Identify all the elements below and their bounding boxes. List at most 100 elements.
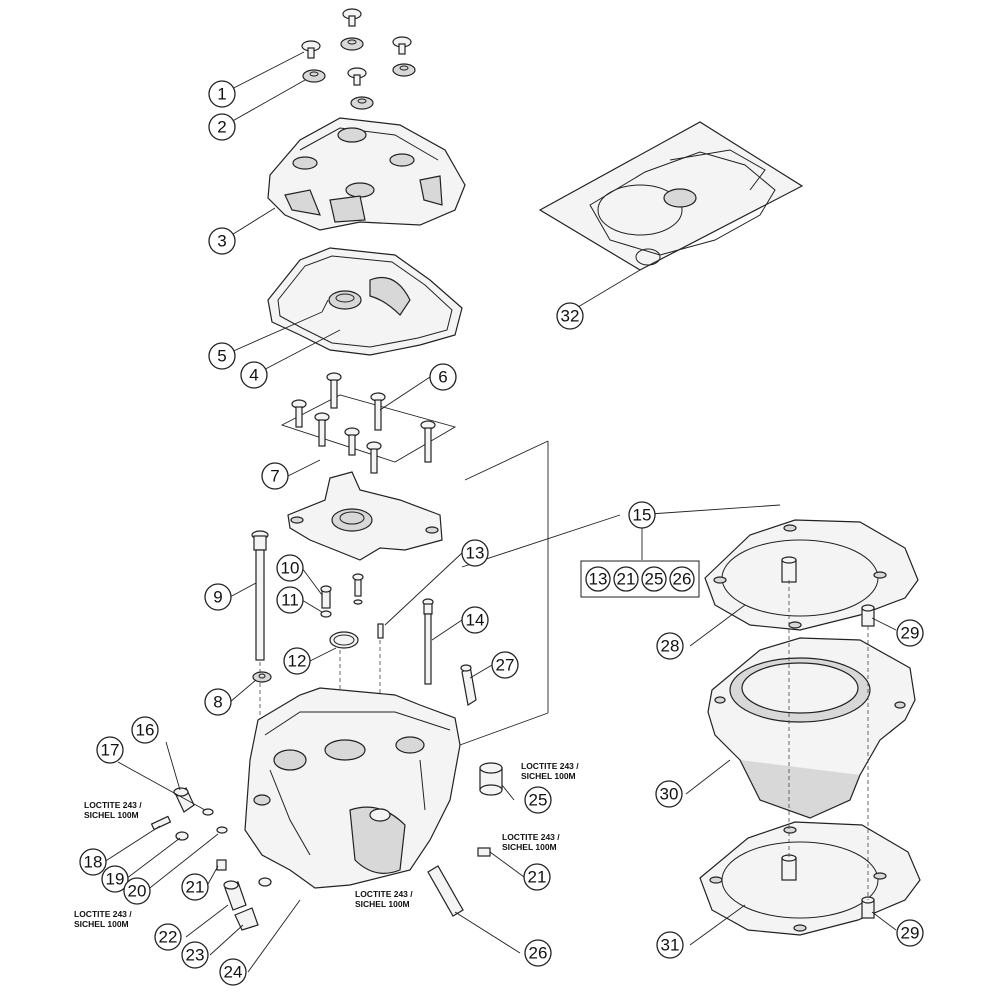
svg-text:6: 6 [438, 368, 447, 387]
callout-20: 20 [123, 877, 151, 905]
svg-text:32: 32 [561, 307, 580, 326]
cover-bolt [392, 36, 416, 77]
kit-item-21: 21 [613, 566, 639, 592]
svg-text:13: 13 [466, 544, 485, 563]
callout-16: 16 [131, 716, 159, 744]
svg-text:27: 27 [496, 656, 515, 675]
loctite-note-lower-left: LOCTITE 243 / SICHEL 100M [74, 909, 132, 929]
dowel-sleeve [781, 854, 797, 881]
camshaft-bridge [287, 471, 443, 561]
svg-text:26: 26 [673, 570, 692, 589]
svg-text:18: 18 [84, 853, 103, 872]
cover-bolt [347, 67, 374, 110]
callout-29-top: 29 [896, 619, 924, 647]
dowel-sleeve [861, 604, 875, 627]
callout-27: 27 [491, 651, 519, 679]
callout-9: 9 [204, 583, 232, 611]
callout-24: 24 [219, 958, 247, 986]
svg-text:12: 12 [288, 652, 307, 671]
svg-text:LOCTITE 243 /: LOCTITE 243 / [74, 909, 132, 919]
svg-text:SICHEL 100M: SICHEL 100M [74, 919, 129, 929]
washer [252, 671, 272, 683]
svg-text:20: 20 [128, 882, 147, 901]
svg-text:SICHEL 100M: SICHEL 100M [355, 899, 410, 909]
callout-6: 6 [429, 363, 457, 391]
callout-5: 5 [208, 342, 236, 370]
callout-12: 12 [283, 647, 311, 675]
svg-text:LOCTITE 243 /: LOCTITE 243 / [521, 761, 579, 771]
base-gasket-top [704, 519, 919, 631]
svg-text:SICHEL 100M: SICHEL 100M [84, 810, 139, 820]
washer-20 [216, 826, 228, 834]
callout-14: 14 [461, 606, 489, 634]
plug-16 [173, 787, 214, 816]
base-gasket-bottom [699, 821, 921, 936]
tube-26 [427, 865, 464, 917]
cover-bolt [301, 40, 326, 83]
callout-8: 8 [204, 688, 232, 716]
callout-28: 28 [656, 632, 684, 660]
callout-26: 26 [524, 939, 552, 967]
callout-10: 10 [276, 554, 304, 582]
svg-text:LOCTITE 243 /: LOCTITE 243 / [355, 889, 413, 899]
callout-17: 17 [96, 736, 124, 764]
callout-29-bottom: 29 [896, 919, 924, 947]
svg-text:SICHEL 100M: SICHEL 100M [521, 771, 576, 781]
oil-bolt [320, 573, 364, 618]
svg-text:30: 30 [660, 785, 679, 804]
svg-text:17: 17 [101, 741, 120, 760]
svg-text:SICHEL 100M: SICHEL 100M [502, 842, 557, 852]
plug-21-right [477, 847, 491, 857]
callout-11: 11 [276, 586, 304, 614]
svg-text:25: 25 [645, 570, 664, 589]
svg-text:21: 21 [617, 570, 636, 589]
loctite-note-plug: LOCTITE 243 / SICHEL 100M [502, 832, 560, 852]
o-ring [329, 631, 359, 649]
kit-item-25: 25 [641, 566, 667, 592]
dowel-pin [377, 623, 384, 639]
callout-2: 2 [208, 113, 236, 141]
dowel-sleeve [861, 896, 875, 919]
kit-item-13: 13 [585, 566, 611, 592]
callout-21-left: 21 [181, 873, 209, 901]
svg-text:22: 22 [159, 928, 178, 947]
callout-4: 4 [240, 361, 268, 389]
callout-7: 7 [261, 462, 289, 490]
callout-23: 23 [181, 941, 209, 969]
svg-text:29: 29 [901, 924, 920, 943]
guide-sleeve [460, 664, 477, 706]
svg-text:7: 7 [270, 467, 279, 486]
gasket-set-card [538, 121, 804, 271]
svg-text:23: 23 [186, 946, 205, 965]
svg-text:14: 14 [466, 611, 485, 630]
callout-21-right: 21 [523, 863, 551, 891]
plug-21 [216, 859, 227, 871]
callout-15: 15 [628, 501, 656, 529]
svg-text:21: 21 [528, 868, 547, 887]
loctite-note-upper-left: LOCTITE 243 / SICHEL 100M [84, 800, 142, 820]
svg-text:8: 8 [213, 693, 222, 712]
cover-gasket [267, 247, 463, 356]
cover-bolt [340, 8, 364, 51]
washer-19 [175, 831, 189, 841]
svg-text:11: 11 [281, 591, 299, 610]
svg-text:24: 24 [224, 963, 243, 982]
callout-30: 30 [655, 780, 683, 808]
loctite-note-sleeve: LOCTITE 243 / SICHEL 100M [521, 761, 579, 781]
callout-18: 18 [79, 848, 107, 876]
svg-text:2: 2 [217, 118, 226, 137]
svg-text:31: 31 [661, 936, 680, 955]
svg-text:15: 15 [633, 506, 652, 525]
kit-item-26: 26 [669, 566, 695, 592]
svg-text:5: 5 [217, 347, 226, 366]
svg-text:29: 29 [901, 624, 920, 643]
screw-23 [234, 877, 272, 931]
svg-text:3: 3 [217, 232, 226, 251]
callout-3: 3 [208, 227, 236, 255]
svg-text:21: 21 [186, 878, 205, 897]
callout-31: 31 [656, 931, 684, 959]
svg-text:19: 19 [106, 870, 125, 889]
svg-text:13: 13 [589, 570, 608, 589]
callout-22: 22 [154, 923, 182, 951]
svg-text:9: 9 [213, 588, 222, 607]
